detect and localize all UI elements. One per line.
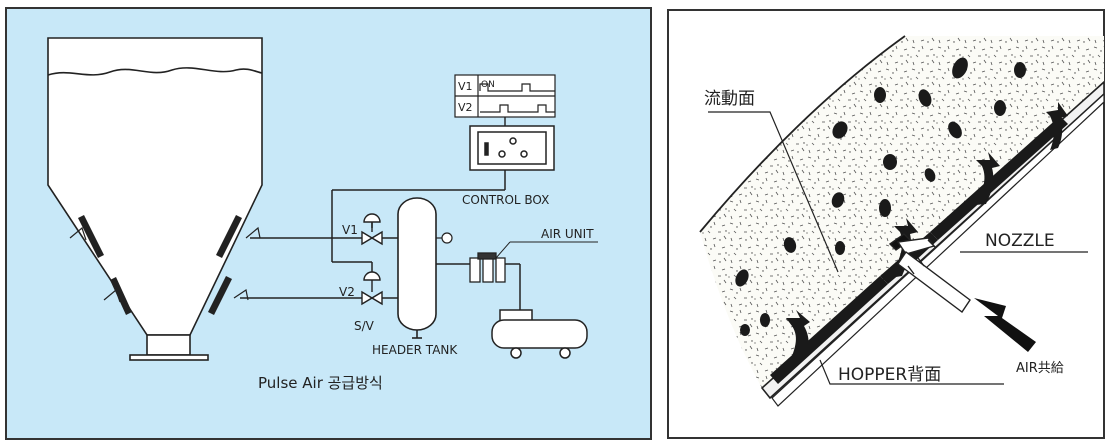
valve-v1 [361, 213, 383, 246]
valve-v2 [361, 271, 383, 306]
control-box-label: CONTROL BOX [462, 193, 549, 207]
material-lumps [735, 57, 1026, 336]
control-box [469, 125, 555, 171]
timing-chart [454, 74, 556, 118]
timing-on-label: ON [481, 80, 495, 90]
air-supply-label: AIR共給 [1016, 361, 1064, 376]
header-tank-label: HEADER TANK [372, 343, 458, 357]
air-unit [469, 252, 506, 283]
pressure-gauge-icon [436, 232, 453, 244]
hopper-back-label: HOPPER背面 [838, 365, 941, 385]
timing-v1-label: V1 [458, 80, 473, 93]
pulse-air-caption: Pulse Air 공급방식 [258, 374, 383, 392]
timing-v2-label: V2 [458, 101, 473, 114]
hopper-nozzle-pads [78, 215, 242, 315]
flow-surface-label: 流動面 [704, 89, 755, 109]
valve-v1-label: V1 [342, 223, 358, 237]
compressor [491, 309, 588, 359]
solenoid-valve-label: S/V [354, 319, 375, 333]
hopper-detail-panel: 流動面 NOZZLE HOPPER背面 AIR共給 [667, 9, 1105, 439]
header-tank [397, 197, 437, 339]
nozzle-brackets [69, 226, 261, 303]
air-unit-leader [495, 241, 511, 259]
pulse-air-panel: V1 ON V2 CONTROL BOX V1 V2 S/V AIR UNIT … [5, 7, 652, 440]
nozzle-pipe [888, 233, 971, 314]
valve-v2-label: V2 [339, 285, 355, 299]
air-supply-arrow [974, 298, 1036, 352]
material-top-edge [699, 35, 906, 233]
air-unit-label: AIR UNIT [541, 227, 594, 241]
hopper-wall-back [771, 93, 1104, 407]
leader-lines [708, 111, 1088, 385]
nozzle-label: NOZZLE [985, 231, 1055, 251]
hopper-silo [47, 37, 263, 361]
